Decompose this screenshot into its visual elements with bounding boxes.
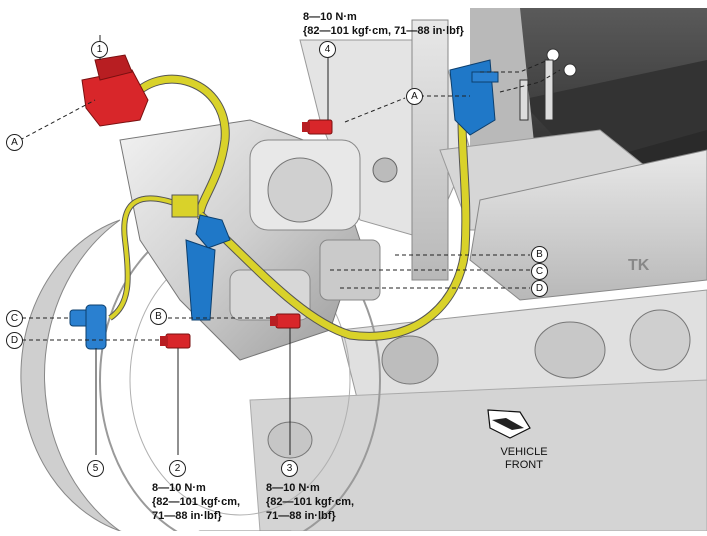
torque-spec-top: 8—10 N·m {82—101 kgf·cm, 71—88 in·lbf} (303, 10, 464, 38)
vehicle-front-line2: FRONT (505, 459, 543, 471)
vehicle-front-arrow (487, 409, 531, 439)
torque-spec-bottom-left: 8—10 N·m {82—101 kgf·cm, 71—88 in·lbf} (152, 481, 240, 523)
connector (81, 54, 149, 127)
torque-spec-bottom-right-line1: 8—10 N·m (266, 482, 320, 494)
callout-b-right: B (531, 246, 548, 263)
callout-a-right: A (406, 88, 423, 105)
callout-d-right: D (531, 280, 548, 297)
part-number-2-label: 2 (169, 460, 186, 477)
callout-a-left: A (6, 134, 23, 151)
bolt-2 (160, 333, 191, 349)
torque-spec-top-line2: {82—101 kgf·cm, 71—88 in·lbf} (303, 25, 464, 37)
part-number-3-label: 3 (281, 460, 298, 477)
knuckle (119, 119, 398, 361)
frame-marking: TK (628, 257, 650, 274)
wheel-speed-sensor-harness (108, 74, 471, 341)
lower-arm (249, 149, 707, 532)
wheel-speed-sensor (69, 304, 107, 350)
part-number-1-label: 1 (91, 41, 108, 58)
torque-spec-bottom-right-line2: {82—101 kgf·cm, (266, 496, 355, 508)
vehicle-front-line1: VEHICLE (500, 446, 548, 458)
callout-c-left: C (6, 310, 23, 327)
torque-spec-bottom-left-line3: 71—88 in·lbf} (152, 510, 222, 522)
torque-spec-bottom-left-line1: 8—10 N·m (152, 482, 206, 494)
callout-c-right: C (531, 263, 548, 280)
torque-spec-bottom-right-line3: 71—88 in·lbf} (266, 510, 336, 522)
upper-fasteners (519, 48, 577, 121)
callout-b-left: B (150, 308, 167, 325)
vehicle-front-label: VEHICLE FRONT (494, 446, 554, 472)
torque-spec-bottom-left-line2: {82—101 kgf·cm, (152, 496, 241, 508)
part-number-4-label: 4 (319, 41, 336, 58)
torque-spec-top-line1: 8—10 N·m (303, 11, 357, 23)
callout-d-left: D (6, 332, 23, 349)
harness-clips (171, 59, 499, 321)
bolt-4 (302, 119, 333, 135)
bolts (160, 119, 333, 349)
torque-spec-bottom-right: 8—10 N·m {82—101 kgf·cm, 71—88 in·lbf} (266, 481, 354, 523)
bolt-3 (270, 313, 301, 329)
part-number-5-label: 5 (87, 460, 104, 477)
leader-lines (19, 35, 561, 455)
